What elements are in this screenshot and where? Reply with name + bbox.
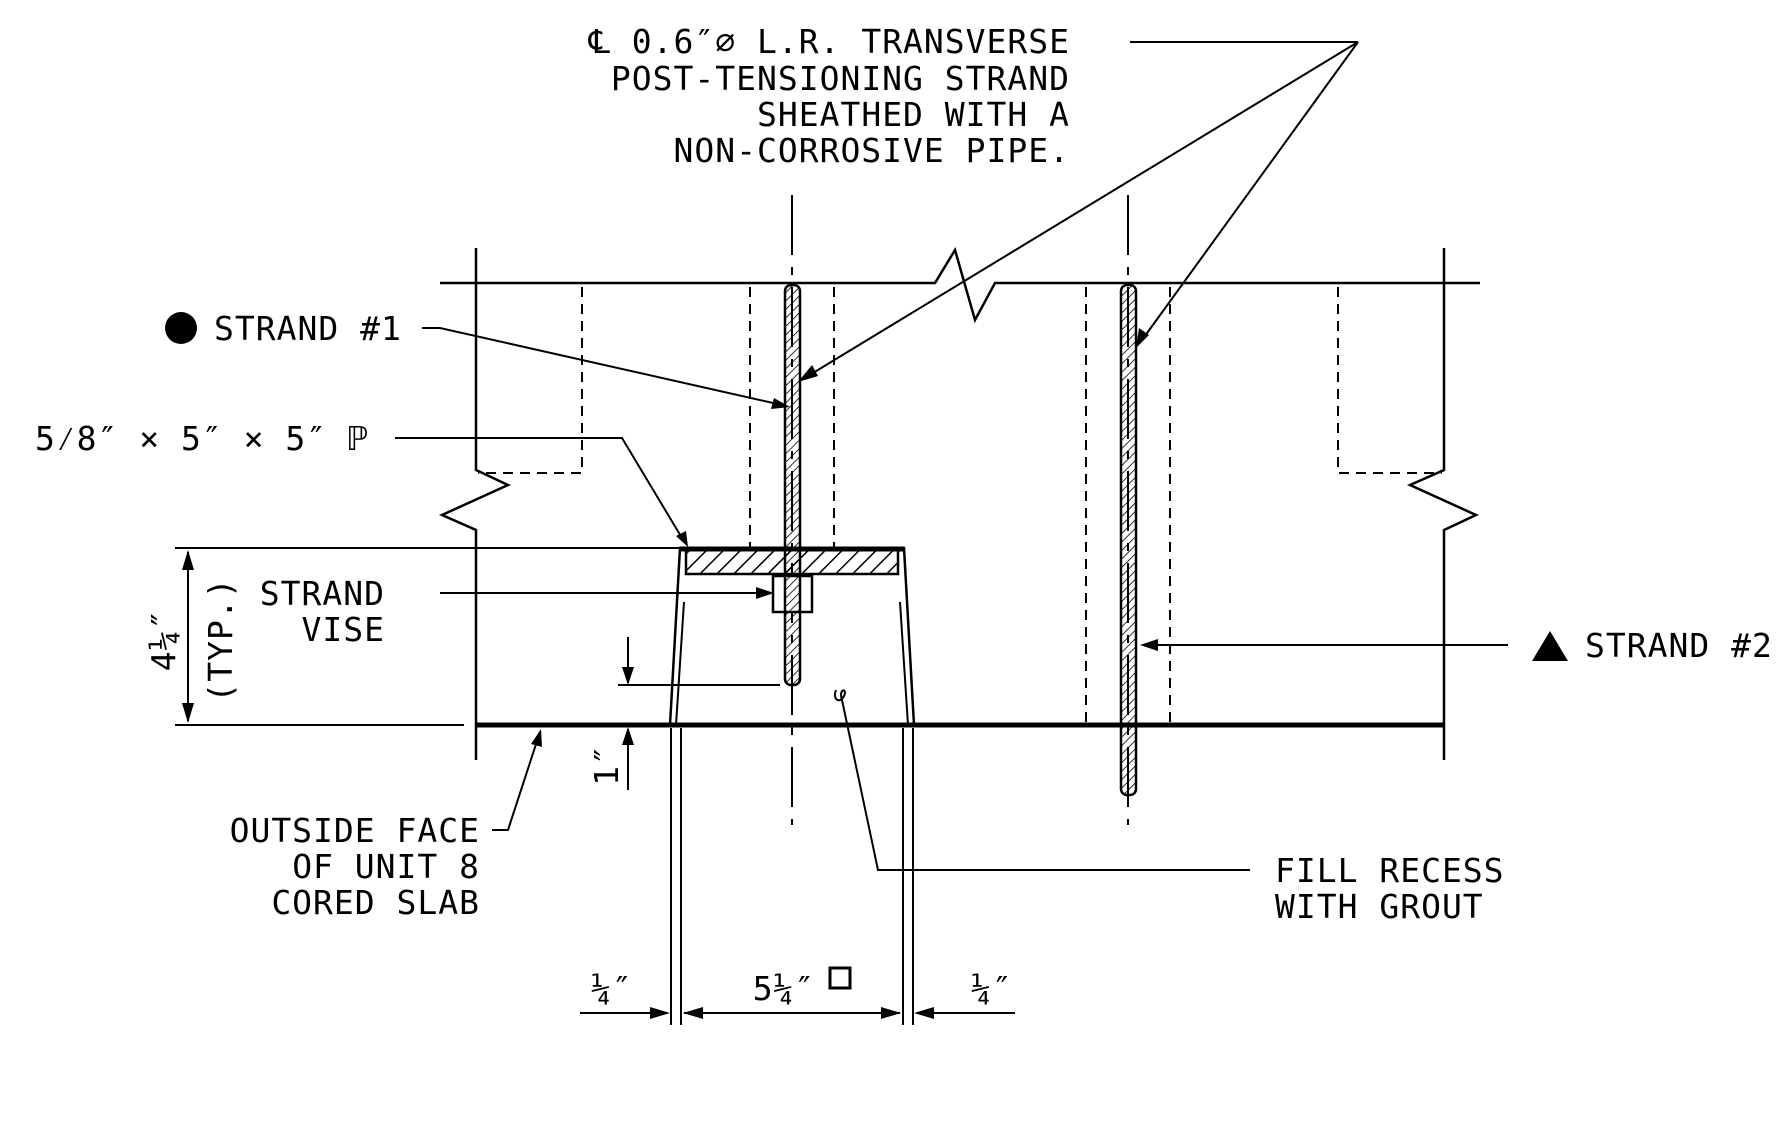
left-slab-edge: [438, 248, 511, 760]
fill-recess-label-line-1: FILL RECESS: [1275, 851, 1505, 890]
recess-right-wall-inner: [899, 601, 909, 726]
strand-1-circle-symbol: [165, 312, 197, 344]
height-dimension-text: 4¼″: [144, 609, 183, 672]
plate-label: 5⁄8″ × 5″ × 5″ ℙ: [35, 419, 369, 458]
recess-width-arrow-left: [683, 1007, 703, 1019]
left-gap-arrow: [650, 1007, 670, 1019]
strand-2-triangle-symbol: [1532, 631, 1568, 661]
recess-width-dimension-text: 5¼″: [753, 969, 816, 1008]
strand-note-leader-to-strand-2: [1141, 41, 1359, 341]
height-note-text: (TYP.): [201, 577, 240, 702]
right-void-dashed: [1337, 287, 1442, 474]
strand-2-body: [1119, 283, 1138, 797]
square-symbol: [828, 966, 852, 990]
strand-1-leader: [422, 327, 783, 406]
strand-note-line-4: NON-CORROSIVE PIPE.: [674, 131, 1071, 170]
plate-arrow: [676, 531, 688, 547]
height-arrow-bottom: [182, 703, 194, 723]
strand-2-label: STRAND #2: [1585, 626, 1773, 665]
strand-2-arrow: [1140, 639, 1158, 651]
strand-vise-label-line-2: VISE: [302, 610, 385, 649]
outside-face-label-line-2: OF UNIT 8: [292, 847, 480, 886]
fill-recess-leader: [834, 689, 1250, 871]
slab-geometry: [438, 195, 1480, 825]
vise-arrow: [756, 587, 774, 599]
right-slab-edge: [1406, 248, 1479, 760]
strand-note-arrow-1: [798, 365, 818, 382]
dimension-lines: [175, 547, 1015, 1025]
outside-face-label-line-1: OUTSIDE FACE: [230, 811, 480, 850]
right-gap-dimension-text: ¼″: [971, 969, 1013, 1008]
leader-lines: [395, 41, 1508, 871]
strand-note-line-3: SHEATHED WITH A: [757, 95, 1070, 134]
left-gap-dimension-text: ¼″: [591, 969, 633, 1008]
strand-vise-label-line-1: STRAND: [260, 574, 385, 613]
offset-arrow-upper: [622, 667, 634, 685]
strand-note-line-2: POST-TENSIONING STRAND: [611, 59, 1070, 98]
recess-width-arrow-right: [881, 1007, 901, 1019]
strand-note-leader-to-strand-1: [807, 41, 1359, 377]
fill-recess-label-line-2: WITH GROUT: [1275, 887, 1484, 926]
plate-leader: [395, 437, 683, 539]
left-void-dashed: [478, 287, 583, 474]
recess-left-wall-inner: [675, 601, 685, 726]
strand-2: [1119, 283, 1138, 797]
strand-1: [783, 283, 802, 687]
strand-1-arrow: [771, 398, 790, 409]
outside-face-arrow: [531, 729, 542, 747]
slab-top-edge: [440, 246, 1480, 324]
outside-face-label-line-3: CORED SLAB: [271, 883, 480, 922]
strand-note-arrow-2: [1136, 328, 1149, 348]
strand-1-body: [783, 283, 802, 687]
offset-arrow-lower: [622, 727, 634, 745]
strand-1-label: STRAND #1: [214, 309, 402, 348]
offset-dimension-text: 1″: [587, 744, 626, 786]
outside-face-leader: [492, 737, 539, 831]
strand-note-line-1: ℄ 0.6″⌀ L.R. TRANSVERSE: [588, 22, 1070, 61]
height-arrow-top: [182, 550, 194, 570]
right-gap-arrow: [914, 1007, 934, 1019]
strand-note-callout: ℄ 0.6″⌀ L.R. TRANSVERSE POST-TENSIONING …: [588, 22, 1071, 170]
